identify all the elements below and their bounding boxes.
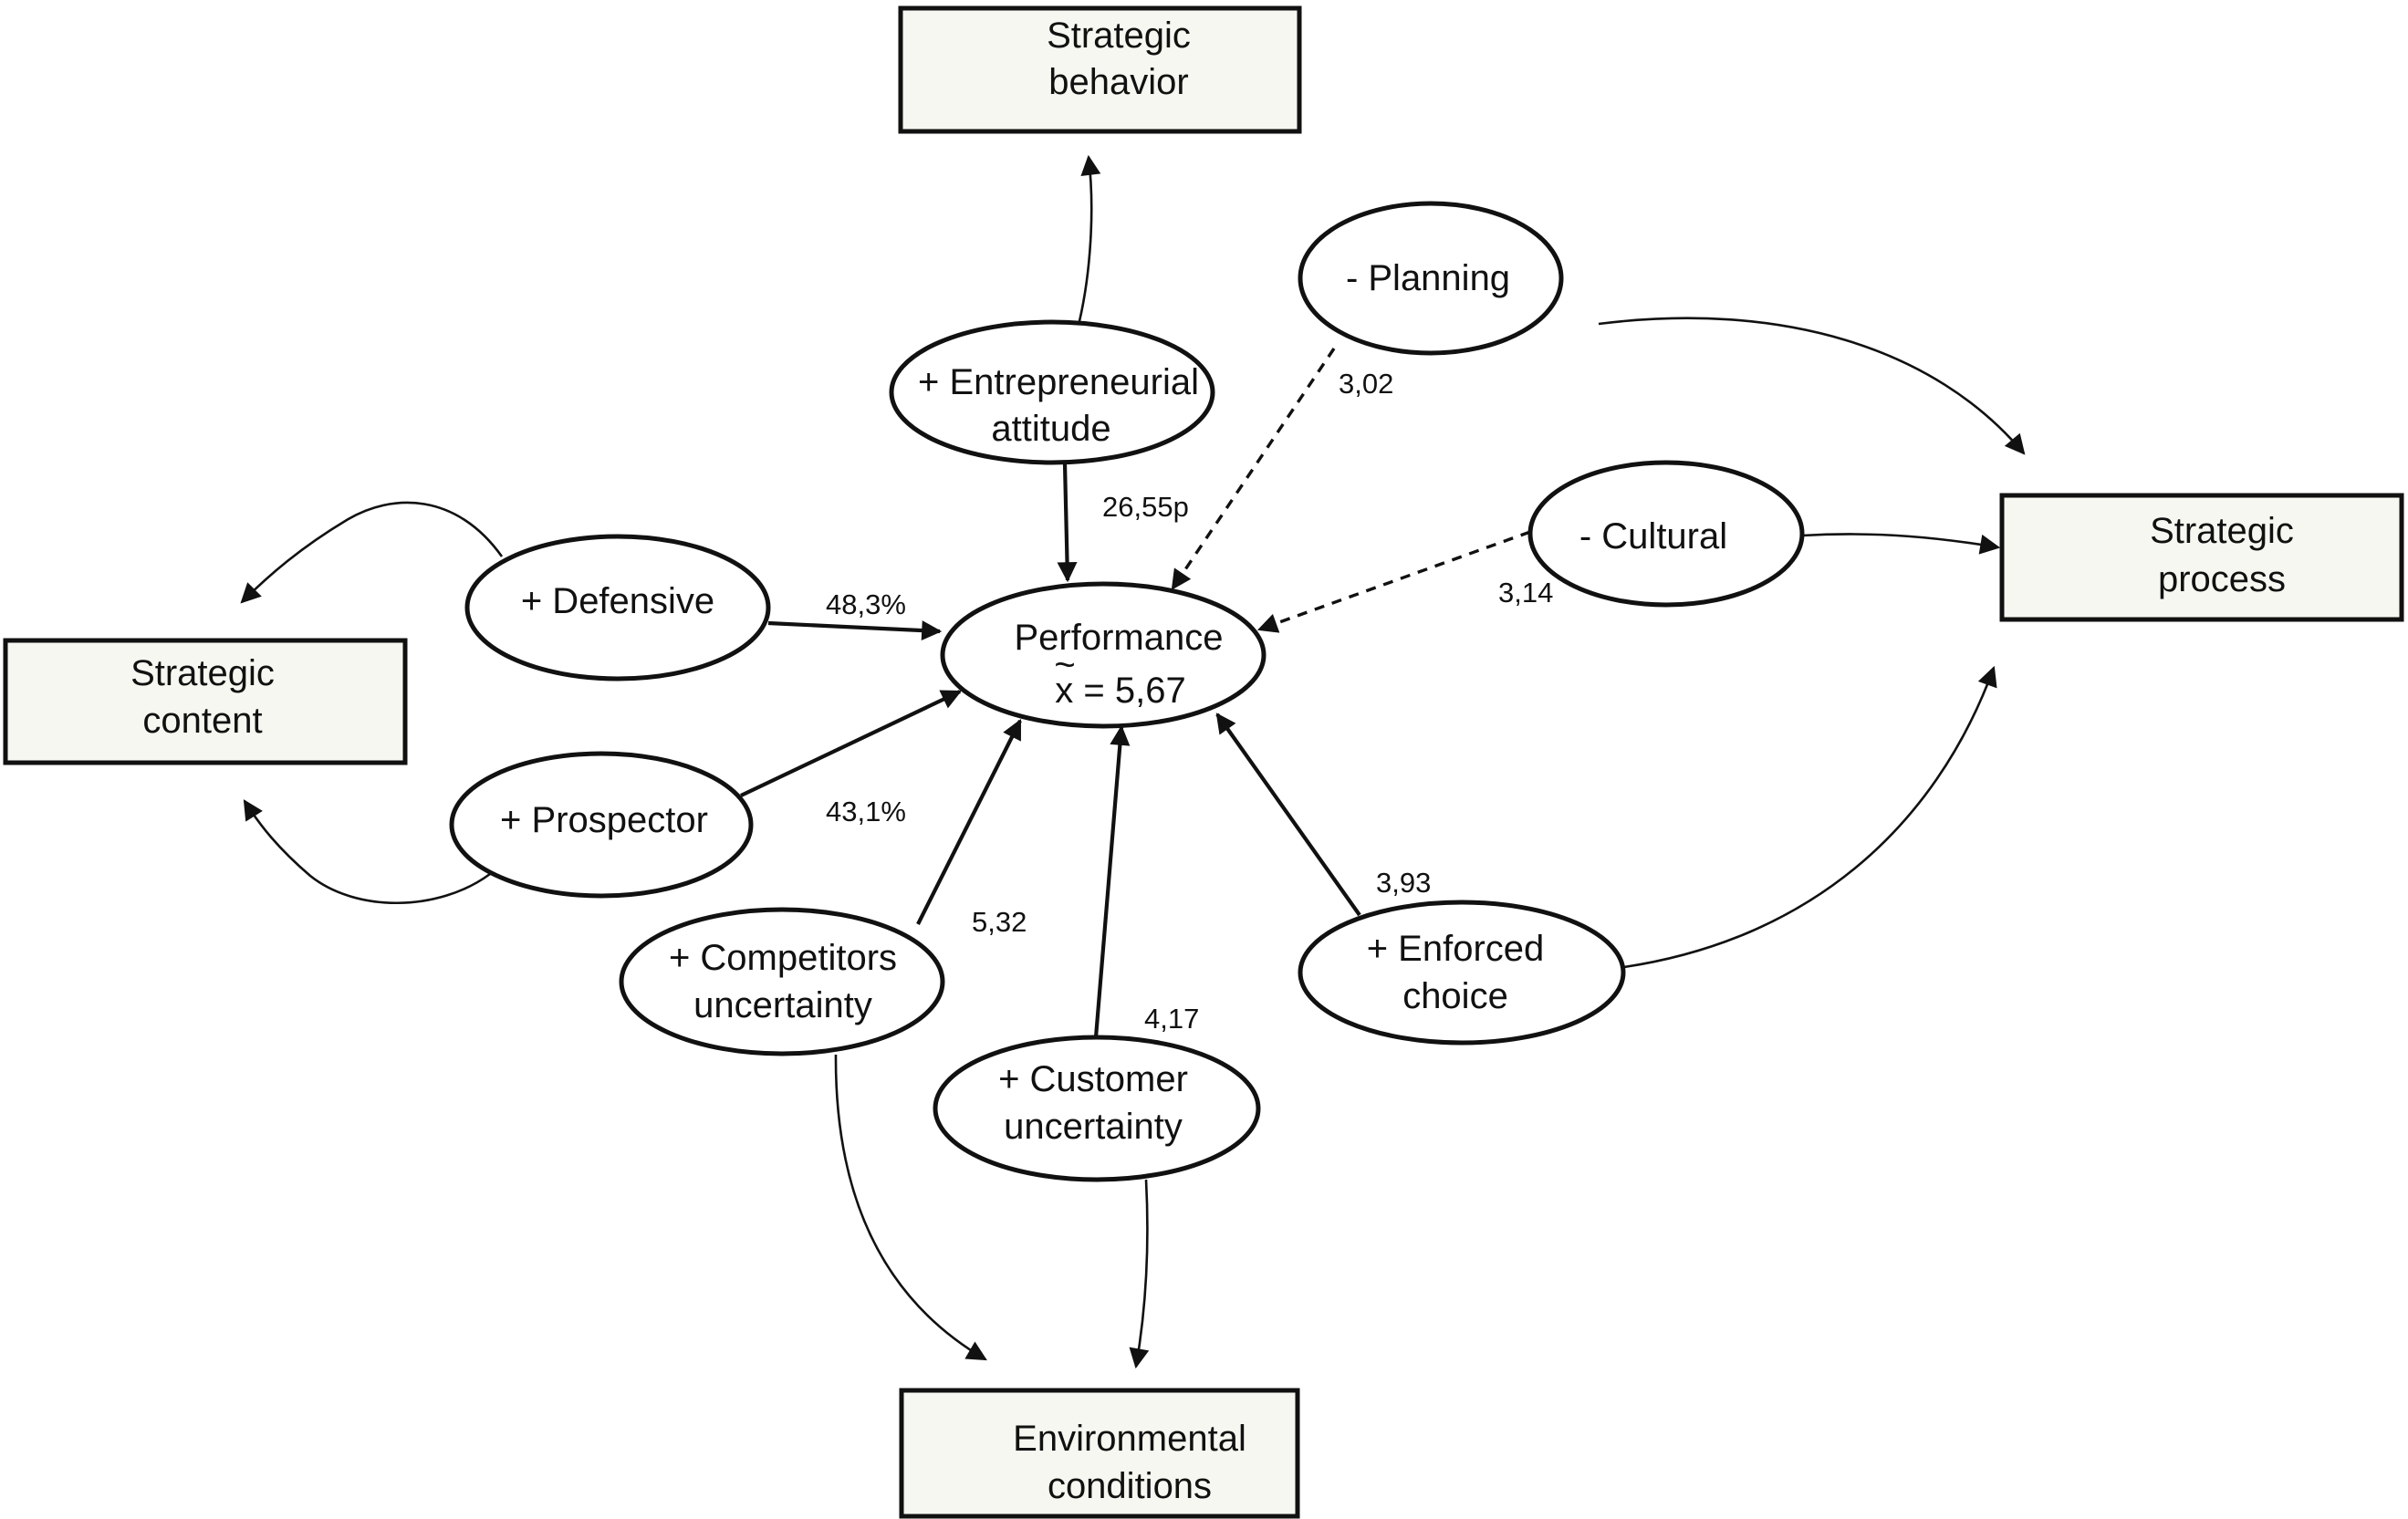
box-strategic-behavior-line2: behavior	[1048, 62, 1188, 102]
node-enforced-line2: choice	[1402, 976, 1508, 1016]
box-strategic-content-line2: content	[142, 701, 262, 741]
edge-enforced-to-process	[1623, 665, 1997, 969]
median-tilde-icon: ~	[1054, 645, 1075, 685]
edge-cultural-to-performance	[1256, 530, 1531, 633]
edge-competitors-to-performance	[916, 719, 1022, 925]
node-performance-label: Performance	[1015, 618, 1224, 658]
edge-planning-to-performance	[1171, 348, 1336, 590]
edge-entrepreneurial-to-performance	[1057, 463, 1078, 583]
box-strategic-process-line1: Strategic	[2150, 511, 2294, 551]
node-competitors-uncertainty: + Competitors uncertainty	[619, 907, 945, 1056]
edge-defensive-to-performance	[767, 620, 943, 641]
edge-entrepreneurial-to-behavior	[1078, 154, 1101, 322]
node-enforced-choice: + Enforced choice	[1298, 900, 1626, 1046]
node-entrepreneurial-attitude: + Entrepreneurial attitude	[889, 319, 1215, 465]
node-competitors-line1: + Competitors	[669, 938, 897, 978]
node-planning: - Planning	[1298, 201, 1564, 356]
node-entrepreneurial-line1: + Entrepreneurial	[918, 362, 1199, 402]
box-strategic-behavior: Strategic behavior	[898, 5, 1302, 134]
box-strategic-process: Strategic process	[1999, 493, 2404, 622]
node-prospector-label: + Prospector	[500, 800, 708, 840]
node-defensive: + Defensive	[464, 534, 771, 681]
node-entrepreneurial-line2: attitude	[991, 409, 1110, 449]
edge-label-entrepreneurial: 26,55p	[1102, 491, 1189, 523]
edge-customer-to-performance	[1093, 724, 1131, 1038]
edge-label-cultural: 3,14	[1498, 577, 1553, 609]
edge-enforced-to-performance	[1215, 713, 1361, 917]
node-competitors-line2: uncertainty	[693, 985, 872, 1025]
box-environmental-conditions-line1: Environmental	[1013, 1419, 1246, 1459]
edge-customer-to-environment	[1129, 1179, 1150, 1369]
node-cultural: - Cultural	[1527, 460, 1805, 608]
box-environmental-conditions: Environmental conditions	[899, 1388, 1300, 1519]
edge-label-defensive: 48,3%	[826, 588, 906, 620]
node-enforced-line1: + Enforced	[1367, 929, 1545, 969]
node-customer-line1: + Customer	[998, 1059, 1188, 1099]
node-customer-line2: uncertainty	[1004, 1107, 1183, 1147]
node-planning-label: - Planning	[1346, 258, 1510, 298]
edge-prospector-to-performance	[740, 690, 962, 797]
box-environmental-conditions-line2: conditions	[1048, 1466, 1212, 1506]
node-performance-median: x = 5,67	[1055, 671, 1185, 711]
node-performance: Performance x = 5,67 ~	[940, 581, 1267, 729]
box-strategic-content-line1: Strategic	[130, 653, 275, 693]
edge-competitors-to-environment	[834, 1054, 987, 1361]
box-strategic-content: Strategic content	[3, 638, 408, 765]
edge-label-competitors: 5,32	[972, 906, 1027, 938]
edge-cultural-to-process	[1801, 533, 2001, 555]
edge-label-planning: 3,02	[1339, 368, 1393, 400]
edge-planning-to-process	[1598, 317, 2026, 455]
edge-label-customer: 4,17	[1144, 1003, 1199, 1035]
edge-defensive-to-content	[240, 501, 504, 604]
box-strategic-process-line2: process	[2158, 559, 2286, 599]
node-customer-uncertainty: + Customer uncertainty	[933, 1035, 1261, 1182]
edge-label-enforced: 3,93	[1376, 867, 1431, 899]
node-prospector: + Prospector	[449, 751, 754, 899]
edge-prospector-to-content	[243, 799, 491, 904]
box-strategic-behavior-line1: Strategic	[1047, 16, 1191, 56]
edge-label-prospector: 43,1%	[826, 796, 906, 827]
node-defensive-label: + Defensive	[521, 581, 714, 621]
node-cultural-label: - Cultural	[1579, 516, 1727, 557]
